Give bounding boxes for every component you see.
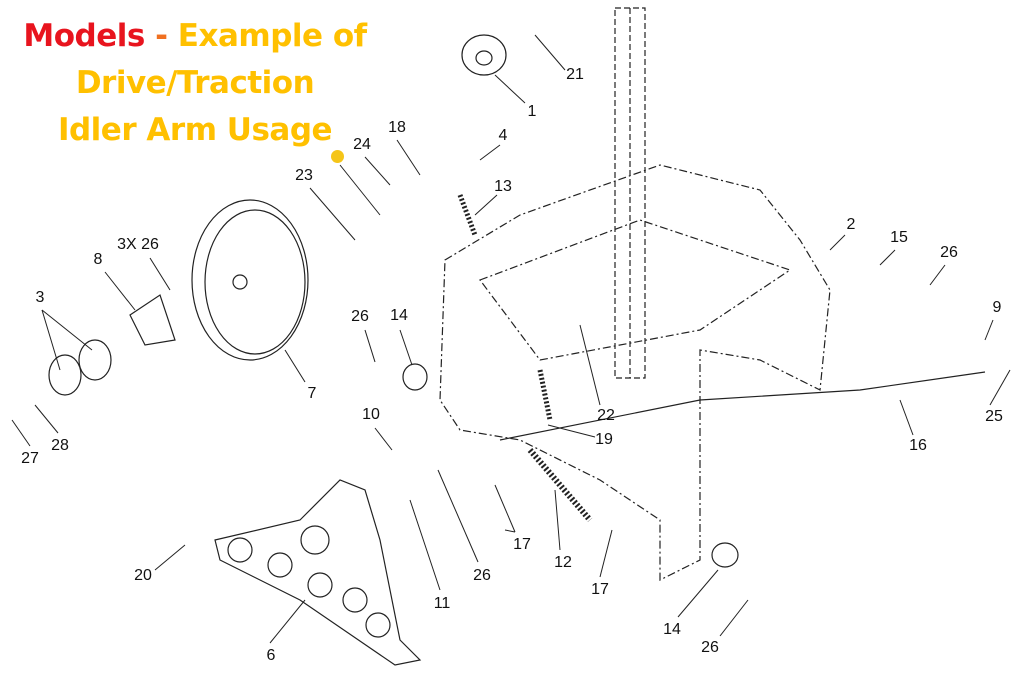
callout-label: 9 bbox=[992, 299, 1002, 316]
title-line-2: Drive/Traction bbox=[75, 65, 315, 101]
callout-label: 18 bbox=[388, 119, 406, 136]
title-example-of: Example of bbox=[177, 18, 367, 54]
frame bbox=[439, 164, 831, 581]
callout-label: 3 bbox=[35, 289, 45, 306]
callout-label: 27 bbox=[21, 450, 39, 467]
callout-label: 21 bbox=[566, 66, 584, 83]
callout-label: 15 bbox=[890, 229, 908, 246]
callout-label: 14 bbox=[390, 307, 408, 324]
title-line-1: Models - Example of bbox=[0, 12, 390, 60]
callout-label: 3X 26 bbox=[117, 236, 159, 253]
title-models: Models bbox=[23, 18, 145, 54]
callout-label: 14 bbox=[663, 621, 681, 638]
callout-label: 12 bbox=[554, 554, 572, 571]
callout-label: 10 bbox=[362, 406, 380, 423]
callout-label: 8 bbox=[93, 251, 103, 268]
callout-label: 25 bbox=[985, 408, 1003, 425]
callout-label: 11 bbox=[433, 595, 451, 612]
callout-label: 26 bbox=[351, 308, 369, 325]
title-line-3: Idler Arm Usage bbox=[57, 112, 333, 148]
callout-label: 13 bbox=[494, 178, 512, 195]
idler-pulley bbox=[461, 34, 507, 76]
callout-label: 28 bbox=[51, 437, 69, 454]
title-dash: - bbox=[155, 18, 168, 54]
callout-label: 2 bbox=[846, 216, 856, 233]
idler-arm bbox=[214, 479, 422, 666]
callout-label: 17 bbox=[591, 581, 609, 598]
callout-label: 19 bbox=[595, 431, 613, 448]
callout-label: 16 bbox=[909, 437, 927, 454]
callout-label: 1 bbox=[527, 103, 537, 120]
callout-label: 23 bbox=[295, 167, 313, 184]
callout-label: 26 bbox=[701, 639, 719, 656]
large-pulley bbox=[191, 199, 309, 361]
callout-label: 20 bbox=[134, 567, 152, 584]
callout-label: 4 bbox=[498, 127, 508, 144]
callout-label: 17 bbox=[513, 536, 531, 553]
callout-label: 26 bbox=[473, 567, 491, 584]
callout-label: 24 bbox=[353, 136, 371, 153]
callout-label: 26 bbox=[940, 244, 958, 261]
marker-dot bbox=[331, 150, 344, 163]
callout-label: 22 bbox=[597, 407, 615, 424]
callout-label: 7 bbox=[307, 385, 317, 402]
steering-post bbox=[614, 7, 646, 379]
callout-label: 6 bbox=[266, 647, 276, 664]
